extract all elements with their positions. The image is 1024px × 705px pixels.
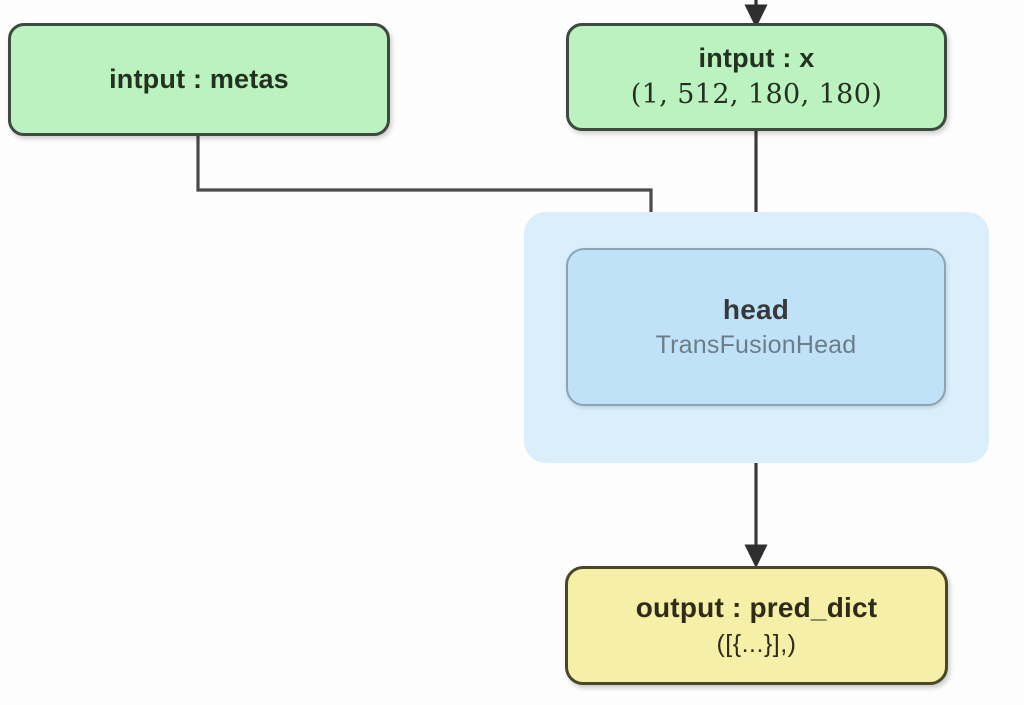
node-input-metas[interactable]: intput : metas — [8, 23, 390, 136]
node-head[interactable]: head TransFusionHead — [566, 248, 946, 406]
node-input-x[interactable]: intput : x (1, 512, 180, 180) — [566, 23, 947, 131]
node-output-pred-dict[interactable]: output : pred_dict ([{...}],) — [565, 566, 948, 685]
node-output-pred-dict-title: output : pred_dict — [635, 592, 878, 624]
node-input-x-title: intput : x — [698, 43, 815, 74]
node-output-pred-dict-shape: ([{...}],) — [716, 630, 797, 659]
node-input-metas-title: intput : metas — [109, 63, 289, 94]
node-head-title: head — [722, 294, 790, 326]
node-input-x-shape: (1, 512, 180, 180) — [630, 79, 883, 110]
node-head-subtitle: TransFusionHead — [655, 331, 857, 360]
